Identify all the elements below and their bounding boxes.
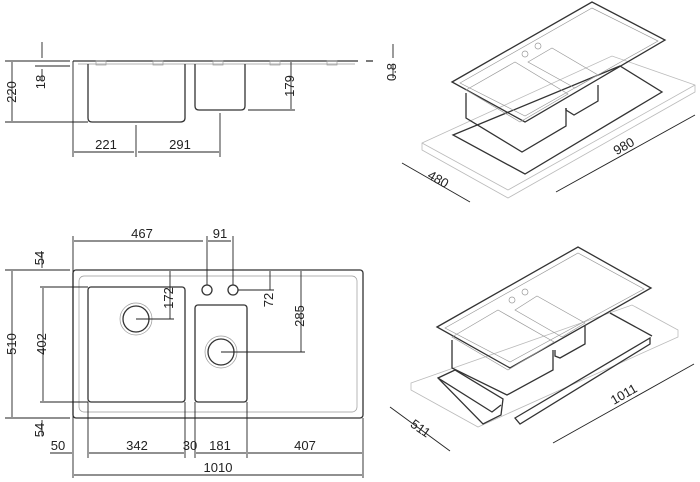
dim-342: 342 <box>126 438 148 453</box>
dim-291: 291 <box>169 137 191 152</box>
dim-1010: 1010 <box>204 460 233 475</box>
dim-402: 402 <box>34 333 49 355</box>
dim-172: 172 <box>161 287 176 309</box>
dim-181: 181 <box>209 438 231 453</box>
dim-220: 220 <box>4 81 19 103</box>
dim-91: 91 <box>213 226 227 241</box>
plan-view: 467 91 54 54 510 402 172 72 285 50 342 3… <box>4 226 364 478</box>
dim-50: 50 <box>51 438 65 453</box>
dim-407: 407 <box>294 438 316 453</box>
dim-221: 221 <box>95 137 117 152</box>
dim-0-8: 0.8 <box>384 63 399 81</box>
dim-179: 179 <box>282 75 297 97</box>
dim-72: 72 <box>261 293 276 307</box>
isometric-view-bottom: 511 1011 <box>389 246 695 452</box>
dim-54-bottom: 54 <box>32 423 47 437</box>
dim-30: 30 <box>183 438 197 453</box>
dim-511: 511 <box>408 416 434 440</box>
isometric-view-top: 480 980 <box>401 1 696 203</box>
dim-54-top: 54 <box>32 251 47 265</box>
dim-510: 510 <box>4 333 19 355</box>
dim-480: 480 <box>425 167 451 191</box>
dim-18: 18 <box>33 75 48 89</box>
dim-285: 285 <box>292 305 307 327</box>
section-view: 220 18 179 0.8 221 291 <box>4 42 399 157</box>
dim-467: 467 <box>131 226 153 241</box>
